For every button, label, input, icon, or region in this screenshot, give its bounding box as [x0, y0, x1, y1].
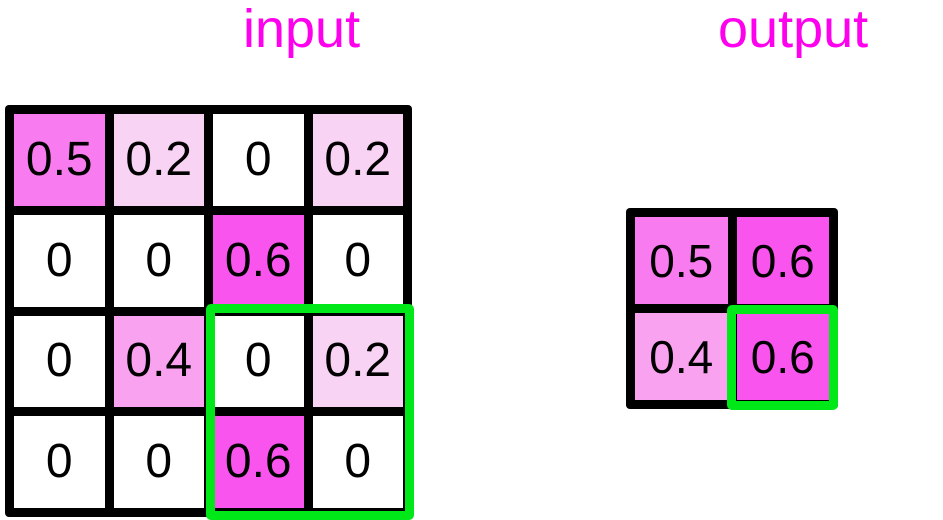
input-title: input: [243, 0, 361, 59]
input-cell-r1c2: 0.6: [213, 214, 304, 307]
output-cell-r1c1: 0.6: [736, 313, 829, 400]
input-cell-r1c3: 0: [312, 214, 403, 307]
input-cell-r3c3: 0: [312, 416, 403, 508]
input-cell-r2c3: 0.2: [312, 315, 403, 408]
input-cell-r2c2: 0: [213, 315, 304, 408]
input-cell-r0c2: 0: [213, 114, 304, 206]
input-cell-r2c1: 0.4: [113, 315, 204, 408]
input-cell-r3c1: 0: [113, 416, 204, 508]
output-cell-r0c0: 0.5: [635, 217, 728, 304]
input-feature-map-grid: 0.5 0.2 0 0.2 0 0 0.6 0 0 0.4 0 0.2 0 0 …: [5, 105, 412, 517]
output-feature-map-grid: 0.5 0.6 0.4 0.6: [626, 208, 838, 409]
input-cell-r3c0: 0: [14, 416, 105, 508]
input-cell-r3c2: 0.6: [213, 416, 304, 508]
input-cell-r2c0: 0: [14, 315, 105, 408]
input-cell-r0c0: 0.5: [14, 114, 105, 206]
output-cell-r1c0: 0.4: [635, 313, 728, 400]
input-cell-r1c0: 0: [14, 214, 105, 307]
input-cell-r1c1: 0: [113, 214, 204, 307]
output-cell-r0c1: 0.6: [736, 217, 829, 304]
input-cell-r0c3: 0.2: [312, 114, 403, 206]
input-cell-r0c1: 0.2: [113, 114, 204, 206]
output-title: output: [718, 0, 869, 59]
